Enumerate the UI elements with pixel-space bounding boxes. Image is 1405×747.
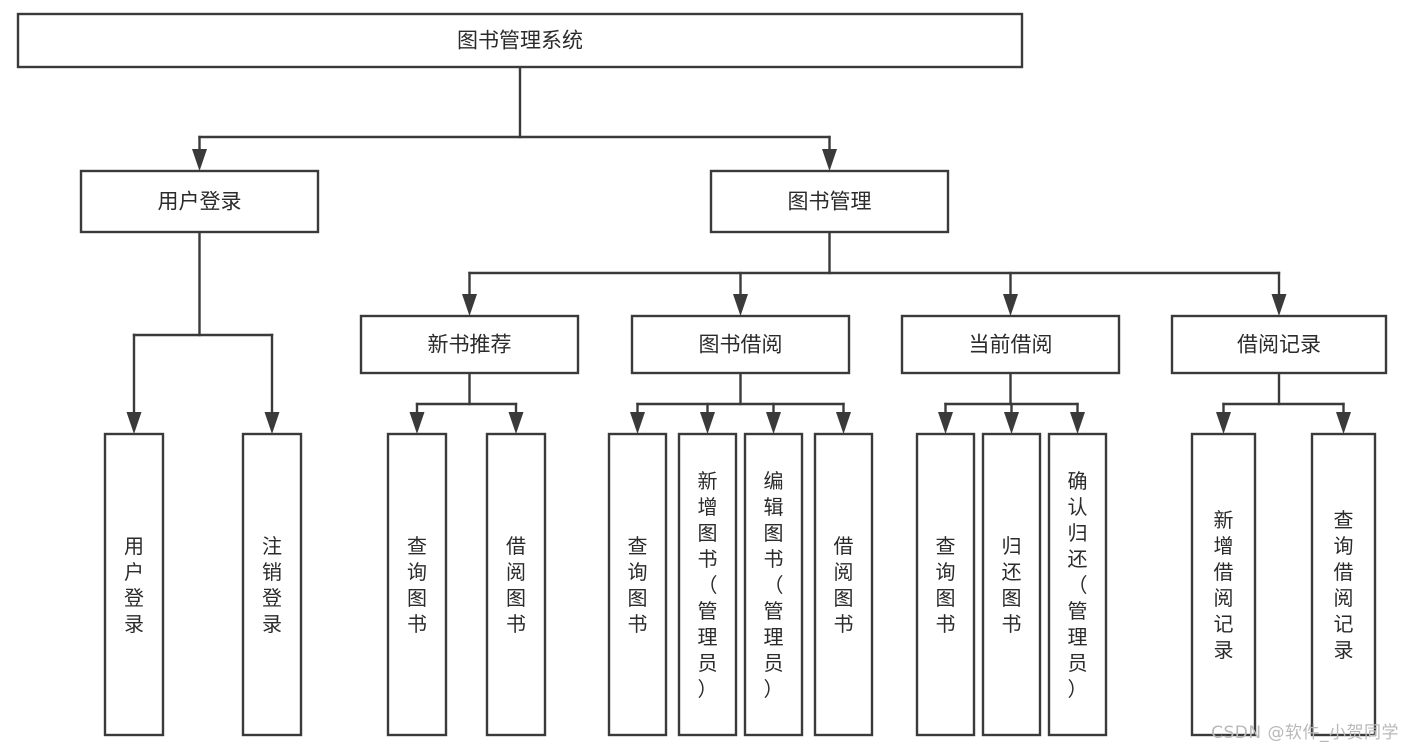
arrow-head-icon	[192, 149, 207, 171]
node-box-book-manage[interactable]	[709, 169, 950, 234]
arrow-head-icon	[1070, 412, 1085, 434]
node-leaf-return-book[interactable]: 归还图书	[981, 432, 1042, 737]
node-box-leaf-edit-book[interactable]	[743, 432, 804, 737]
node-leaf-add-record[interactable]: 新增借阅记录	[1190, 432, 1257, 737]
node-layer: 图书管理系统用户登录图书管理新书推荐图书借阅当前借阅借阅记录用户登录注销登录查询…	[16, 12, 1388, 737]
arrow-head-icon	[1004, 412, 1019, 434]
node-box-leaf-logout[interactable]	[241, 432, 303, 737]
arrow-head-icon	[630, 412, 645, 434]
node-leaf-query-book-bb[interactable]: 查询图书	[607, 432, 668, 737]
node-label-leaf-confirm-return: 确认归还（管理员）	[1068, 469, 1088, 701]
node-leaf-logout[interactable]: 注销登录	[241, 432, 303, 737]
node-label-root: 图书管理系统	[457, 29, 583, 53]
connector-current-borrow-to-leaves	[938, 371, 1085, 434]
node-leaf-query-book-cb[interactable]: 查询图书	[915, 432, 976, 737]
node-leaf-edit-book[interactable]: 编辑图书（管理员）	[743, 432, 804, 737]
node-label-leaf-borrow-book-rec: 借阅图书	[506, 534, 526, 636]
connector-layer	[126, 65, 1351, 434]
arrow-head-icon	[733, 294, 748, 316]
node-leaf-query-book-rec[interactable]: 查询图书	[386, 432, 448, 737]
node-label-leaf-query-book-cb: 查询图书	[936, 534, 956, 636]
node-box-leaf-confirm-return[interactable]	[1047, 432, 1108, 737]
node-label-leaf-edit-book: 编辑图书（管理员）	[764, 469, 784, 701]
node-label-leaf-query-record: 查询借阅记录	[1334, 508, 1354, 662]
node-label-book-borrow: 图书借阅	[699, 333, 783, 357]
arrow-head-icon	[1216, 412, 1231, 434]
node-label-user-login: 用户登录	[158, 190, 242, 214]
node-label-leaf-query-book-rec: 查询图书	[407, 534, 427, 636]
node-label-leaf-user-login: 用户登录	[124, 534, 144, 636]
node-leaf-add-book[interactable]: 新增图书（管理员）	[677, 432, 738, 737]
node-box-borrow-record[interactable]	[1170, 314, 1388, 375]
node-label-leaf-query-book-bb: 查询图书	[628, 534, 648, 636]
node-book-manage[interactable]: 图书管理	[709, 169, 950, 234]
node-label-leaf-add-record: 新增借阅记录	[1214, 508, 1234, 662]
node-box-leaf-query-book-rec[interactable]	[386, 432, 448, 737]
node-current-borrow[interactable]: 当前借阅	[900, 314, 1121, 375]
connector-book-borrow-to-leaves	[630, 371, 851, 434]
node-leaf-query-record[interactable]: 查询借阅记录	[1310, 432, 1377, 737]
node-box-current-borrow[interactable]	[900, 314, 1121, 375]
node-label-borrow-record: 借阅记录	[1237, 333, 1321, 357]
node-book-borrow[interactable]: 图书借阅	[630, 314, 851, 375]
arrow-head-icon	[409, 412, 425, 434]
node-label-leaf-add-book: 新增图书（管理员）	[698, 469, 718, 701]
arrow-head-icon	[822, 149, 837, 171]
arrow-head-icon	[1003, 294, 1018, 316]
arrow-head-icon	[700, 412, 715, 434]
node-borrow-record[interactable]: 借阅记录	[1170, 314, 1388, 375]
node-root[interactable]: 图书管理系统	[16, 12, 1024, 69]
node-leaf-user-login[interactable]: 用户登录	[103, 432, 165, 737]
connector-user-login-to-leaves	[126, 230, 280, 434]
arrow-head-icon	[462, 294, 477, 316]
connector-book-manage-to-level3	[462, 230, 1287, 316]
node-leaf-confirm-return[interactable]: 确认归还（管理员）	[1047, 432, 1108, 737]
arrow-head-icon	[126, 412, 142, 434]
connector-new-book-rec-to-leaves	[409, 371, 524, 434]
connector-root-to-level2	[192, 65, 837, 171]
node-label-new-book-rec: 新书推荐	[428, 333, 512, 357]
node-box-leaf-query-book-bb[interactable]	[607, 432, 668, 737]
node-label-leaf-logout: 注销登录	[262, 534, 282, 636]
node-box-root[interactable]	[16, 12, 1024, 69]
arrow-head-icon	[938, 412, 953, 434]
node-box-leaf-add-record[interactable]	[1190, 432, 1257, 737]
node-label-current-borrow: 当前借阅	[969, 333, 1053, 357]
arrow-head-icon	[766, 412, 781, 434]
node-box-leaf-borrow-book-bb[interactable]	[813, 432, 874, 737]
node-leaf-borrow-book-bb[interactable]: 借阅图书	[813, 432, 874, 737]
arrow-head-icon	[264, 412, 280, 434]
arrow-head-icon	[508, 412, 524, 434]
node-box-leaf-add-book[interactable]	[677, 432, 738, 737]
connector-borrow-record-to-leaves	[1216, 371, 1351, 434]
arrow-head-icon	[1271, 294, 1287, 316]
arrow-head-icon	[1336, 412, 1351, 434]
node-box-book-borrow[interactable]	[630, 314, 851, 375]
node-label-leaf-borrow-book-bb: 借阅图书	[834, 534, 854, 636]
node-label-book-manage: 图书管理	[788, 190, 872, 214]
node-box-leaf-query-book-cb[interactable]	[915, 432, 976, 737]
node-leaf-borrow-book-rec[interactable]: 借阅图书	[485, 432, 547, 737]
node-new-book-rec[interactable]: 新书推荐	[359, 314, 580, 375]
node-box-leaf-borrow-book-rec[interactable]	[485, 432, 547, 737]
arrow-head-icon	[836, 412, 851, 434]
node-box-user-login[interactable]	[79, 169, 320, 234]
node-label-leaf-return-book: 归还图书	[1002, 534, 1022, 636]
node-box-new-book-rec[interactable]	[359, 314, 580, 375]
watermark-text: CSDN @软件_小贺同学	[1211, 723, 1399, 743]
node-box-leaf-query-record[interactable]	[1310, 432, 1377, 737]
node-box-leaf-user-login[interactable]	[103, 432, 165, 737]
node-box-leaf-return-book[interactable]	[981, 432, 1042, 737]
node-user-login[interactable]: 用户登录	[79, 169, 320, 234]
